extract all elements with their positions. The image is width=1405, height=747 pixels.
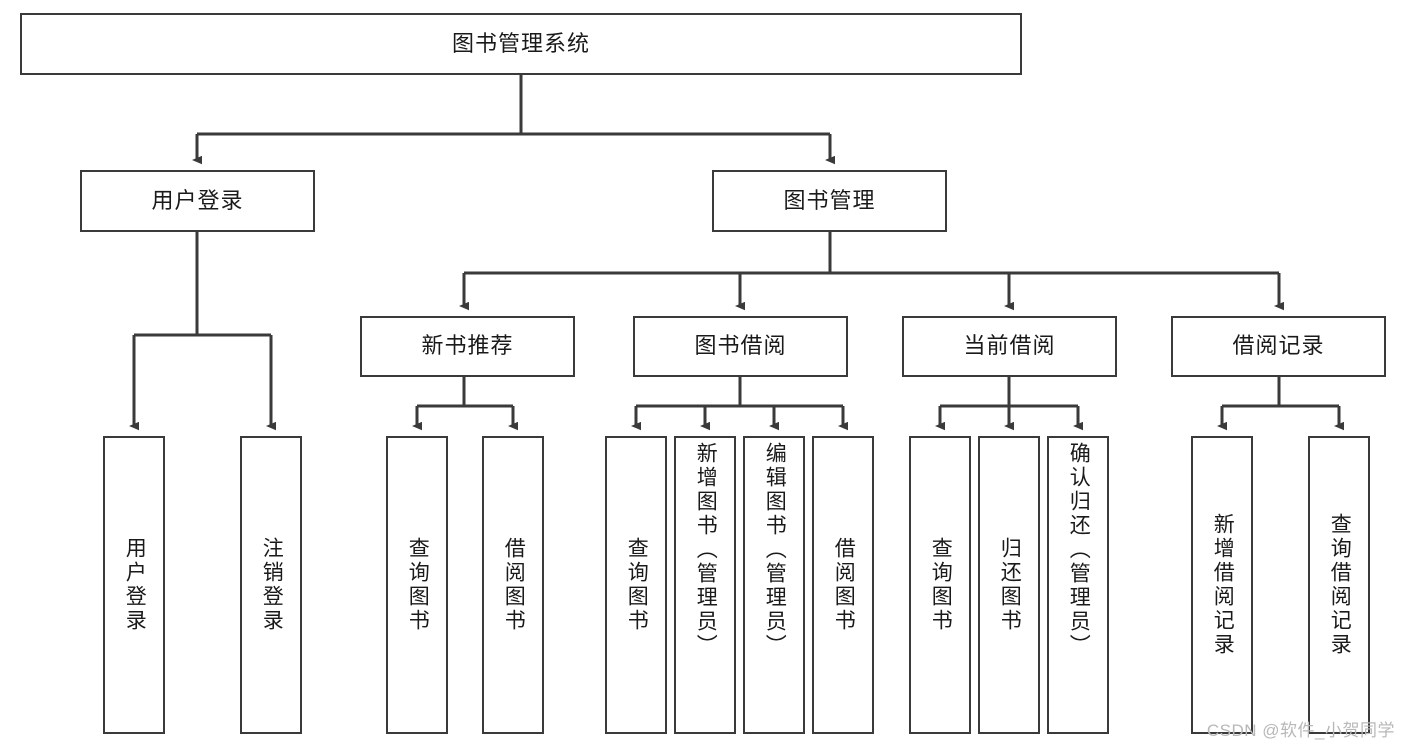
node-label: 新增借阅记录 [1211,513,1235,657]
node-label: 查询图书 [406,537,430,633]
node-label: 查询借阅记录 [1328,513,1352,657]
leaf-current-query-book[interactable]: 查询图书 [909,436,971,734]
node-label: 借阅图书 [832,537,856,633]
node-user-login[interactable]: 用户登录 [80,170,315,232]
leaf-user-login-logout[interactable]: 注销登录 [240,436,302,734]
leaf-borrow-borrow-book[interactable]: 借阅图书 [812,436,874,734]
node-new-book-recommend[interactable]: 新书推荐 [360,316,575,377]
node-label: 图书借阅 [694,333,787,359]
node-label: 用户登录 [151,187,244,213]
node-label: 归还图书 [998,537,1022,633]
node-borrow-record[interactable]: 借阅记录 [1171,316,1386,377]
node-label: 注销登录 [260,537,284,633]
leaf-current-return-book[interactable]: 归还图书 [978,436,1040,734]
node-label: 图书管理系统 [451,30,590,56]
node-book-borrow[interactable]: 图书借阅 [633,316,848,377]
leaf-current-confirm-return-admin[interactable]: 确认归还（管理员） [1047,436,1109,734]
watermark: CSDN @软件_小贺同学 [1206,721,1395,740]
node-label: 图书管理 [783,187,876,213]
leaf-record-add-borrow-record[interactable]: 新增借阅记录 [1191,436,1253,734]
node-label: 查询图书 [929,537,953,633]
node-label: 新增图书（管理员） [694,442,718,658]
node-label: 用户登录 [123,537,147,633]
node-label: 借阅图书 [502,537,526,633]
node-label: 编辑图书（管理员） [763,442,787,658]
node-label: 借阅记录 [1232,333,1325,359]
leaf-borrow-edit-book-admin[interactable]: 编辑图书（管理员） [743,436,805,734]
leaf-recommend-borrow-book[interactable]: 借阅图书 [482,436,544,734]
node-label: 新书推荐 [421,333,514,359]
node-current-borrow[interactable]: 当前借阅 [902,316,1117,377]
node-root-book-management-system[interactable]: 图书管理系统 [20,13,1022,75]
node-label: 查询图书 [625,537,649,633]
leaf-recommend-query-book[interactable]: 查询图书 [386,436,448,734]
leaf-user-login-login[interactable]: 用户登录 [103,436,165,734]
leaf-borrow-add-book-admin[interactable]: 新增图书（管理员） [674,436,736,734]
node-label: 确认归还（管理员） [1067,442,1091,658]
node-label: 当前借阅 [963,333,1056,359]
node-book-management[interactable]: 图书管理 [712,170,947,232]
leaf-record-query-borrow-record[interactable]: 查询借阅记录 [1308,436,1370,734]
leaf-borrow-query-book[interactable]: 查询图书 [605,436,667,734]
